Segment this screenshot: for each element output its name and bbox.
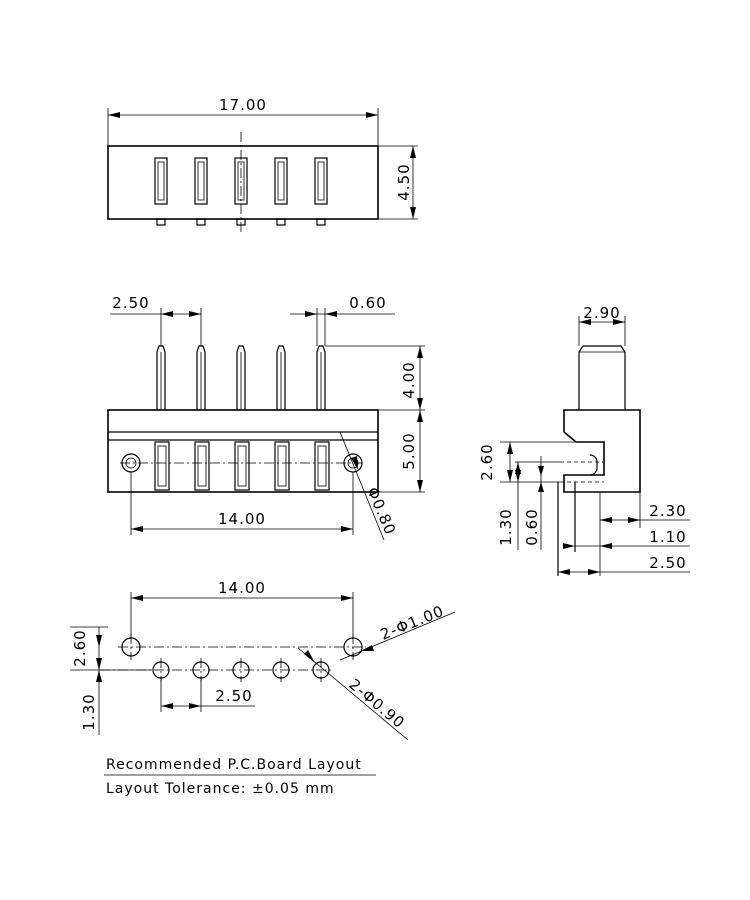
front-view: 2.50 0.60 4.00 5.00 14.00 Φ0.80 [107,294,425,541]
side-top-width-dim: 2.90 [583,304,620,322]
pcb-holes [121,637,363,679]
pcb-layout-tolerance: Layout Tolerance: ±0.05 mm [106,781,335,797]
side-view: 2.90 2.60 1.30 0.60 2.30 1.10 2.50 [478,304,690,576]
front-contacts [154,441,330,491]
side-dim-130: 1.30 [497,508,515,545]
pin-width-dim: 0.60 [349,294,386,312]
pin-height-dim: 4.00 [400,361,418,398]
pcb-pin-hole-dim: 2-Φ0.90 [345,675,408,732]
top-body-outline [107,145,379,220]
side-body-outline [563,409,641,493]
pcb-layout: 14.00 2-Φ1.00 2-Φ0.90 2.60 1.30 2.50 Rec… [70,579,456,797]
side-dim-250: 2.50 [649,554,686,572]
top-height-dim: 4.50 [395,163,413,200]
side-dim-110: 1.10 [649,528,686,546]
pcb-row-offset-dim: 1.30 [80,693,98,730]
front-body-outline [107,409,379,493]
body-height-dim: 5.00 [400,432,418,469]
pcb-mount-hole-dim: 2-Φ1.00 [378,602,447,644]
side-dim-260: 2.60 [478,443,496,480]
pcb-span-dim: 14.00 [218,579,266,597]
hole-spacing-dim: 14.00 [218,510,266,528]
top-slots [154,157,328,205]
pcb-offset-dim: 2.60 [71,629,89,666]
front-pins [156,345,326,410]
hole-dia-dim: Φ0.80 [363,485,399,538]
side-dim-060: 0.60 [523,508,541,545]
pitch-dim: 2.50 [112,294,149,312]
top-view: 17.00 4.50 [107,96,418,232]
top-width-dim: 17.00 [219,96,267,114]
top-pin-stubs [156,218,326,226]
pcb-pitch-dim: 2.50 [215,687,252,705]
side-dim-230: 2.30 [649,502,686,520]
pcb-layout-title: Recommended P.C.Board Layout [106,757,362,773]
